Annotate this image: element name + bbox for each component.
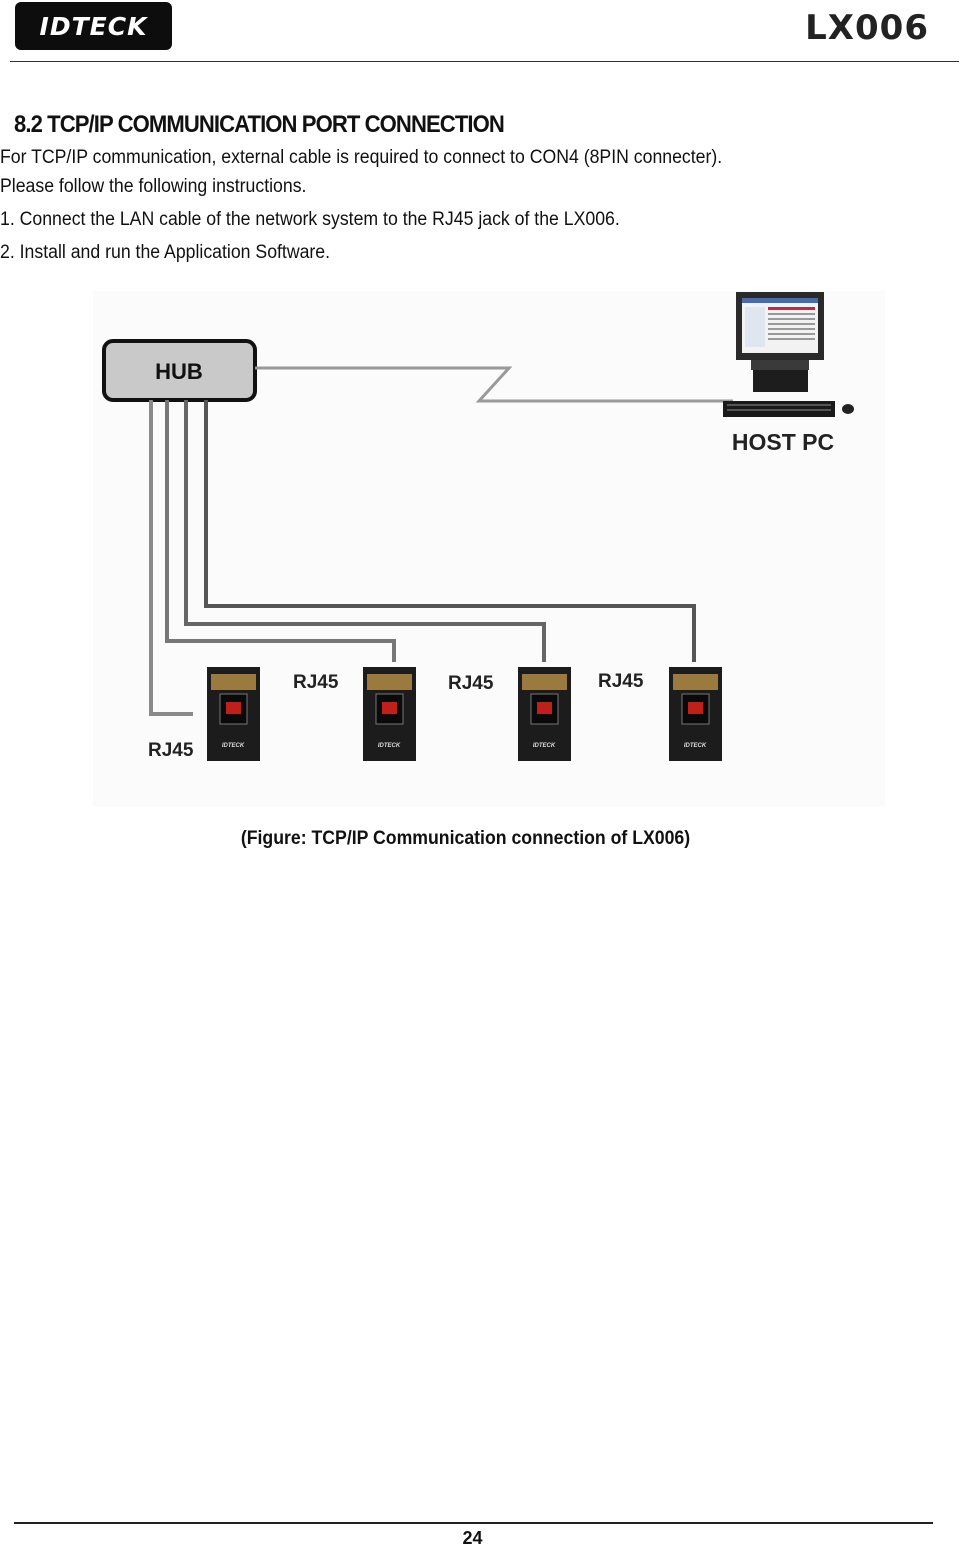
cable-4 — [204, 400, 696, 662]
rj45-label-3: RJ45 — [448, 673, 494, 694]
lx006-device-2: IDTECK — [363, 667, 416, 761]
page-number: 24 — [462, 1528, 483, 1548]
intro-line-1: For TCP/IP communication, external cable… — [0, 147, 723, 168]
cable-1 — [149, 400, 193, 716]
rj45-label-2: RJ45 — [293, 672, 339, 693]
device-brand: IDTECK — [378, 743, 401, 749]
figure-caption: (Figure: TCP/IP Communication connection… — [240, 828, 691, 849]
host-pc-label: HOST PC — [732, 429, 834, 455]
network-diagram: HUB HOST PC — [93, 291, 885, 807]
host-pc-icon — [723, 292, 854, 417]
step-1: 1. Connect the LAN cable of the network … — [0, 209, 620, 230]
device-brand: IDTECK — [222, 743, 245, 749]
intro-line-2: Please follow the following instructions… — [0, 176, 307, 197]
cable-2 — [165, 400, 396, 662]
hub-label: HUB — [155, 359, 203, 384]
rj45-label-1: RJ45 — [148, 740, 194, 761]
header-divider — [10, 61, 959, 62]
idteck-logo: IDTECK — [15, 2, 172, 50]
footer-divider — [14, 1522, 933, 1524]
hub-host-link — [255, 366, 733, 403]
cable-3 — [184, 400, 546, 662]
device-brand: IDTECK — [533, 743, 556, 749]
device-brand: IDTECK — [684, 743, 707, 749]
lx006-device-4: IDTECK — [669, 667, 722, 761]
rj45-label-4: RJ45 — [598, 671, 644, 692]
network-diagram-svg: HUB HOST PC — [102, 292, 854, 761]
model-title: LX006 — [805, 8, 929, 48]
logo-text: IDTECK — [39, 11, 148, 41]
section-heading: 8.2 TCP/IP COMMUNICATION PORT CONNECTION — [14, 111, 505, 138]
step-2: 2. Install and run the Application Softw… — [0, 242, 331, 263]
lx006-device-3: IDTECK — [518, 667, 571, 761]
lx006-device-1: IDTECK — [207, 667, 260, 761]
hub-box — [102, 339, 257, 402]
